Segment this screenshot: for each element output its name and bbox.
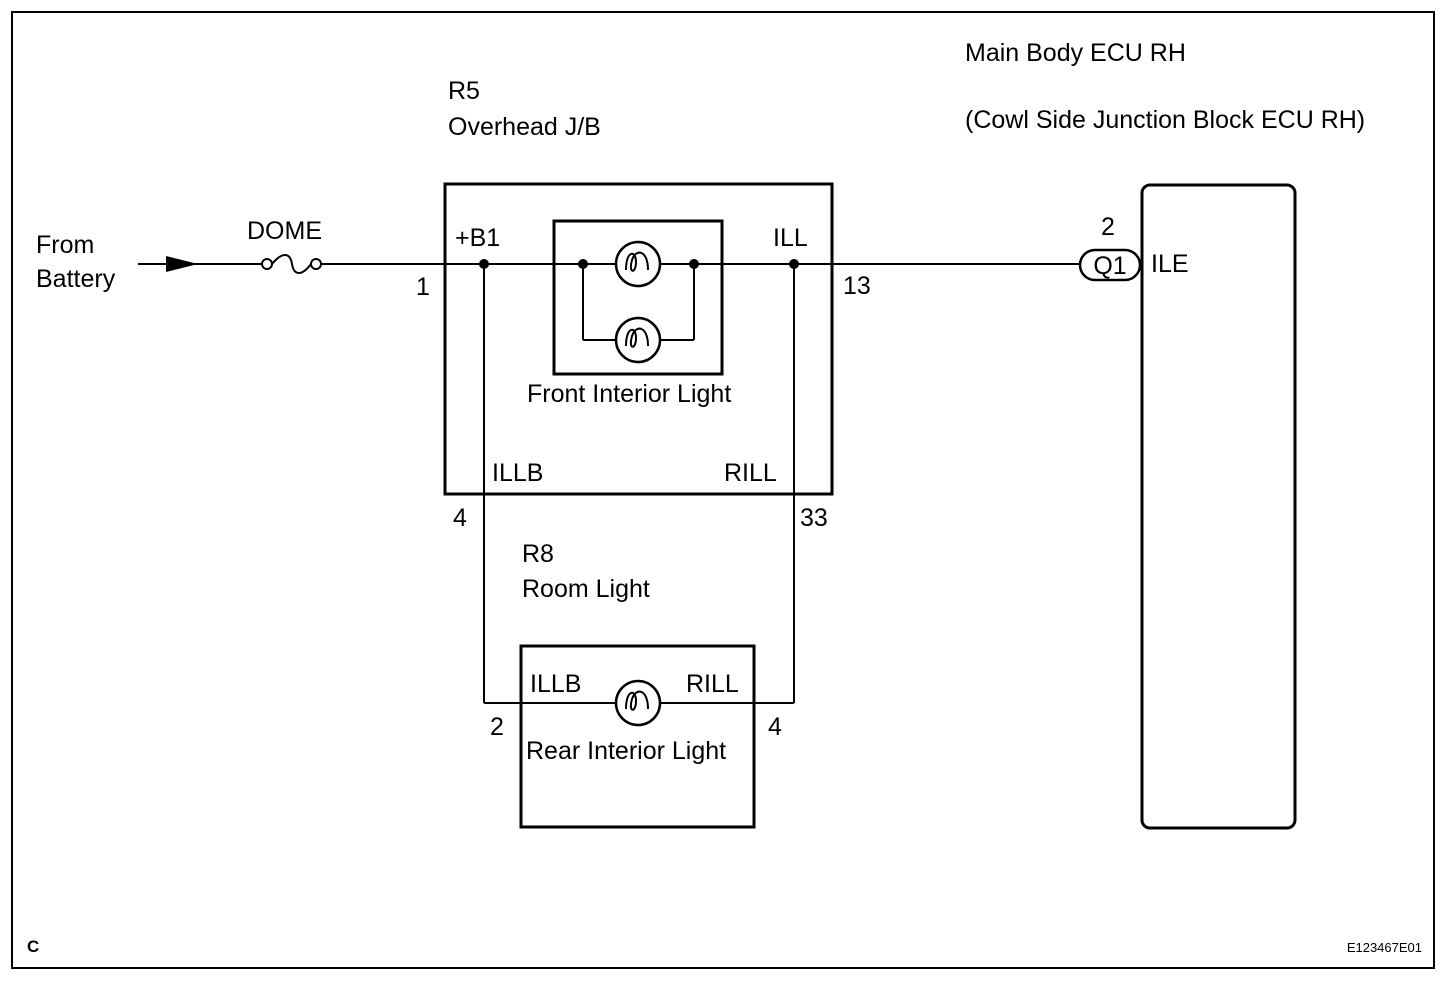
front-bulb-upper-icon (614, 240, 662, 288)
ecu-title: Main Body ECU RH (965, 39, 1186, 67)
jb-terminal-illb: ILLB (492, 459, 543, 487)
front-interior-light-label: Front Interior Light (527, 380, 731, 408)
front-bulb-lower-icon (614, 316, 662, 364)
room-light-pin-rill: 4 (768, 713, 782, 741)
jb-name: Overhead J/B (448, 113, 601, 141)
fuse-label: DOME (247, 217, 322, 245)
ecu-connector-oval (1078, 248, 1142, 282)
diagram-frame (11, 11, 1435, 969)
figure-id: E123467E01 (1347, 940, 1422, 955)
fuse-icon (261, 254, 322, 274)
rear-bulb-icon (614, 679, 662, 727)
front-light-node-left (578, 259, 588, 269)
jb-terminal-ill: ILL (773, 224, 808, 252)
ecu-terminal-name: ILE (1151, 250, 1189, 278)
front-interior-light-box (552, 219, 724, 376)
jb-connector-code: R5 (448, 77, 480, 105)
ecu-subtitle: (Cowl Side Junction Block ECU RH) (965, 106, 1365, 134)
jb-pin-illb: 4 (453, 504, 467, 532)
overhead-jb-box (443, 182, 834, 496)
room-light-name: Room Light (522, 575, 650, 603)
jb-pin-rill: 33 (800, 504, 828, 532)
jb-pin-ill: 13 (843, 272, 871, 300)
source-label-line2: Battery (36, 265, 116, 293)
source-label-line1: From (36, 231, 94, 259)
rear-interior-light-label: Rear Interior Light (526, 737, 726, 765)
ecu-connector-code: Q1 (1093, 252, 1126, 280)
corner-letter: C (27, 937, 39, 956)
ecu-pin-number: 2 (1101, 213, 1115, 241)
jb-terminal-b1: +B1 (455, 224, 500, 252)
room-light-connector-code: R8 (522, 540, 554, 568)
front-light-node-right (689, 259, 699, 269)
jb-pin-b1: 1 (416, 273, 430, 301)
ecu-box (1140, 183, 1297, 830)
room-light-box (519, 644, 756, 829)
room-light-terminal-illb: ILLB (530, 670, 581, 698)
room-light-terminal-rill: RILL (686, 670, 739, 698)
jb-terminal-rill: RILL (724, 459, 777, 487)
room-light-pin-illb: 2 (490, 713, 504, 741)
source-arrow-icon (166, 256, 198, 272)
